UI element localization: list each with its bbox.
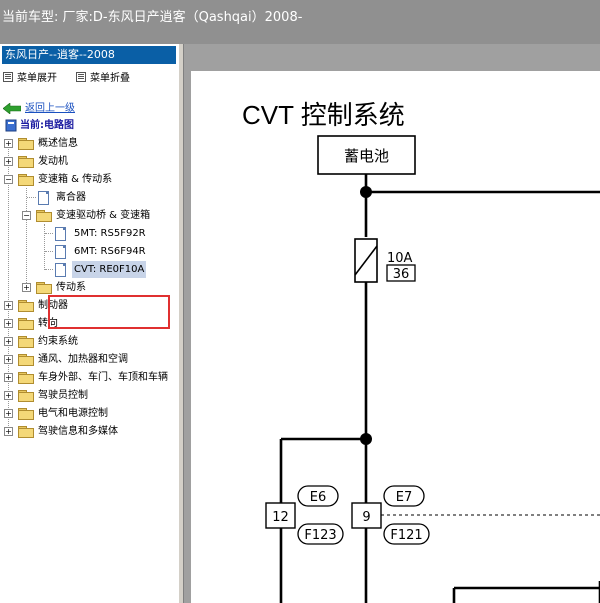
connector-e7	[383, 485, 425, 507]
tree-item-cvt[interactable]: CVT: RE0F10A	[0, 261, 178, 278]
folder-open-icon	[36, 210, 52, 222]
expand-icon[interactable]: +	[4, 157, 13, 166]
collapse-icon[interactable]: −	[22, 211, 31, 220]
tree-item-body[interactable]: + 车身外部、车门、车顶和车辆	[4, 372, 168, 384]
expand-icon[interactable]: +	[4, 355, 13, 364]
tree-item-driver-info[interactable]: + 驾驶信息和多媒体	[4, 426, 118, 438]
collapse-icon[interactable]: −	[4, 175, 13, 184]
wiring-diagram: CVT 控制系统 蓄电池 10A 36 12 E6 F123	[191, 71, 600, 603]
expand-icon[interactable]: +	[4, 373, 13, 382]
window-title: 当前车型: 厂家:D-东风日产逍客（Qashqai）2008-	[2, 10, 303, 25]
folder-open-icon	[18, 174, 34, 186]
tree-item-overview[interactable]: + 概述信息	[4, 138, 78, 150]
folder-icon	[18, 318, 34, 330]
expand-icon[interactable]: +	[4, 139, 13, 148]
diagram-title: CVT 控制系统	[242, 100, 405, 130]
expand-icon[interactable]: +	[22, 283, 31, 292]
expand-icon[interactable]: +	[4, 427, 13, 436]
expand-all-button[interactable]: 菜单展开	[3, 69, 57, 84]
panel-header: 东风日产--逍客--2008	[2, 46, 176, 64]
folder-icon	[18, 408, 34, 420]
connector-f121-label: F121	[390, 528, 422, 543]
folder-icon	[18, 372, 34, 384]
fuse-number: 36	[393, 267, 410, 282]
folder-icon	[18, 156, 34, 168]
fuse-rating: 10A	[387, 251, 413, 266]
tree-item-clutch[interactable]: 离合器	[0, 189, 178, 206]
tree-item-5mt[interactable]: 5MT: RS5F92R	[0, 225, 178, 242]
connector-f121	[383, 523, 430, 545]
tree-item-transmission[interactable]: − 变速箱 & 传动系	[4, 174, 113, 186]
junction-dot	[360, 186, 372, 198]
battery-box	[317, 135, 416, 175]
tree-line	[44, 224, 45, 270]
document-icon	[55, 245, 66, 259]
splitter-handle[interactable]	[178, 44, 184, 603]
pin-right-label: 9	[362, 510, 370, 525]
expand-icon[interactable]: +	[4, 409, 13, 418]
menu-icon	[3, 72, 13, 82]
tree-item-driver-controls[interactable]: + 驾驶员控制	[4, 390, 88, 402]
tree-item-engine[interactable]: + 发动机	[4, 156, 68, 168]
tree-item-6mt[interactable]: 6MT: RS6F94R	[0, 243, 178, 260]
connector-e6	[297, 485, 339, 507]
left-panel: 东风日产--逍客--2008 菜单展开 菜单折叠 返回上一级 当前:电路图 + …	[0, 44, 178, 603]
tree-item-restraint[interactable]: + 约束系统	[4, 336, 78, 348]
folder-icon	[18, 138, 34, 150]
folder-icon	[18, 300, 34, 312]
diagram-canvas: CVT 控制系统 蓄电池 10A 36 12 E6 F123	[242, 100, 600, 603]
tree-item-electrical[interactable]: + 电气和电源控制	[4, 408, 108, 420]
tree-line	[26, 188, 27, 289]
highlight-box	[48, 295, 170, 329]
tree-item-driveline[interactable]: + 传动系	[22, 282, 86, 294]
folder-icon	[36, 282, 52, 294]
back-link[interactable]: 返回上一级	[3, 100, 173, 117]
fuse-element	[354, 245, 378, 276]
tree-item-brakes[interactable]: + 制动器	[4, 300, 68, 312]
connector-e7-label: E7	[396, 490, 413, 505]
expand-icon[interactable]: +	[4, 391, 13, 400]
tree-item-hvac[interactable]: + 通风、加热器和空调	[4, 354, 128, 366]
tree-line	[8, 143, 9, 434]
folder-icon	[18, 426, 34, 438]
tree-item-transaxle[interactable]: − 变速驱动桥 & 变速箱	[22, 210, 151, 222]
connector-f123-label: F123	[304, 528, 336, 543]
book-icon	[5, 119, 17, 132]
current-location: 当前:电路图	[3, 117, 173, 134]
pin-left-label: 12	[272, 510, 289, 525]
folder-icon	[18, 336, 34, 348]
folder-icon	[18, 390, 34, 402]
title-bar: 当前车型: 厂家:D-东风日产逍客（Qashqai）2008-	[0, 0, 600, 44]
collapse-all-button[interactable]: 菜单折叠	[76, 69, 130, 84]
folder-icon	[18, 354, 34, 366]
expand-icon[interactable]: +	[4, 337, 13, 346]
back-arrow-icon	[3, 103, 21, 114]
connector-e6-label: E6	[310, 490, 327, 505]
diagram-pane: CVT 控制系统 蓄电池 10A 36 12 E6 F123	[184, 44, 600, 603]
fuse-number-box	[386, 264, 416, 282]
document-icon	[38, 191, 49, 205]
connector-f123	[297, 523, 344, 545]
expand-icon[interactable]: +	[4, 319, 13, 328]
battery-label: 蓄电池	[344, 147, 389, 165]
connector-pin-right	[351, 502, 382, 529]
document-icon	[55, 263, 66, 277]
menu-icon	[76, 72, 86, 82]
expand-icon[interactable]: +	[4, 301, 13, 310]
document-icon	[55, 227, 66, 241]
